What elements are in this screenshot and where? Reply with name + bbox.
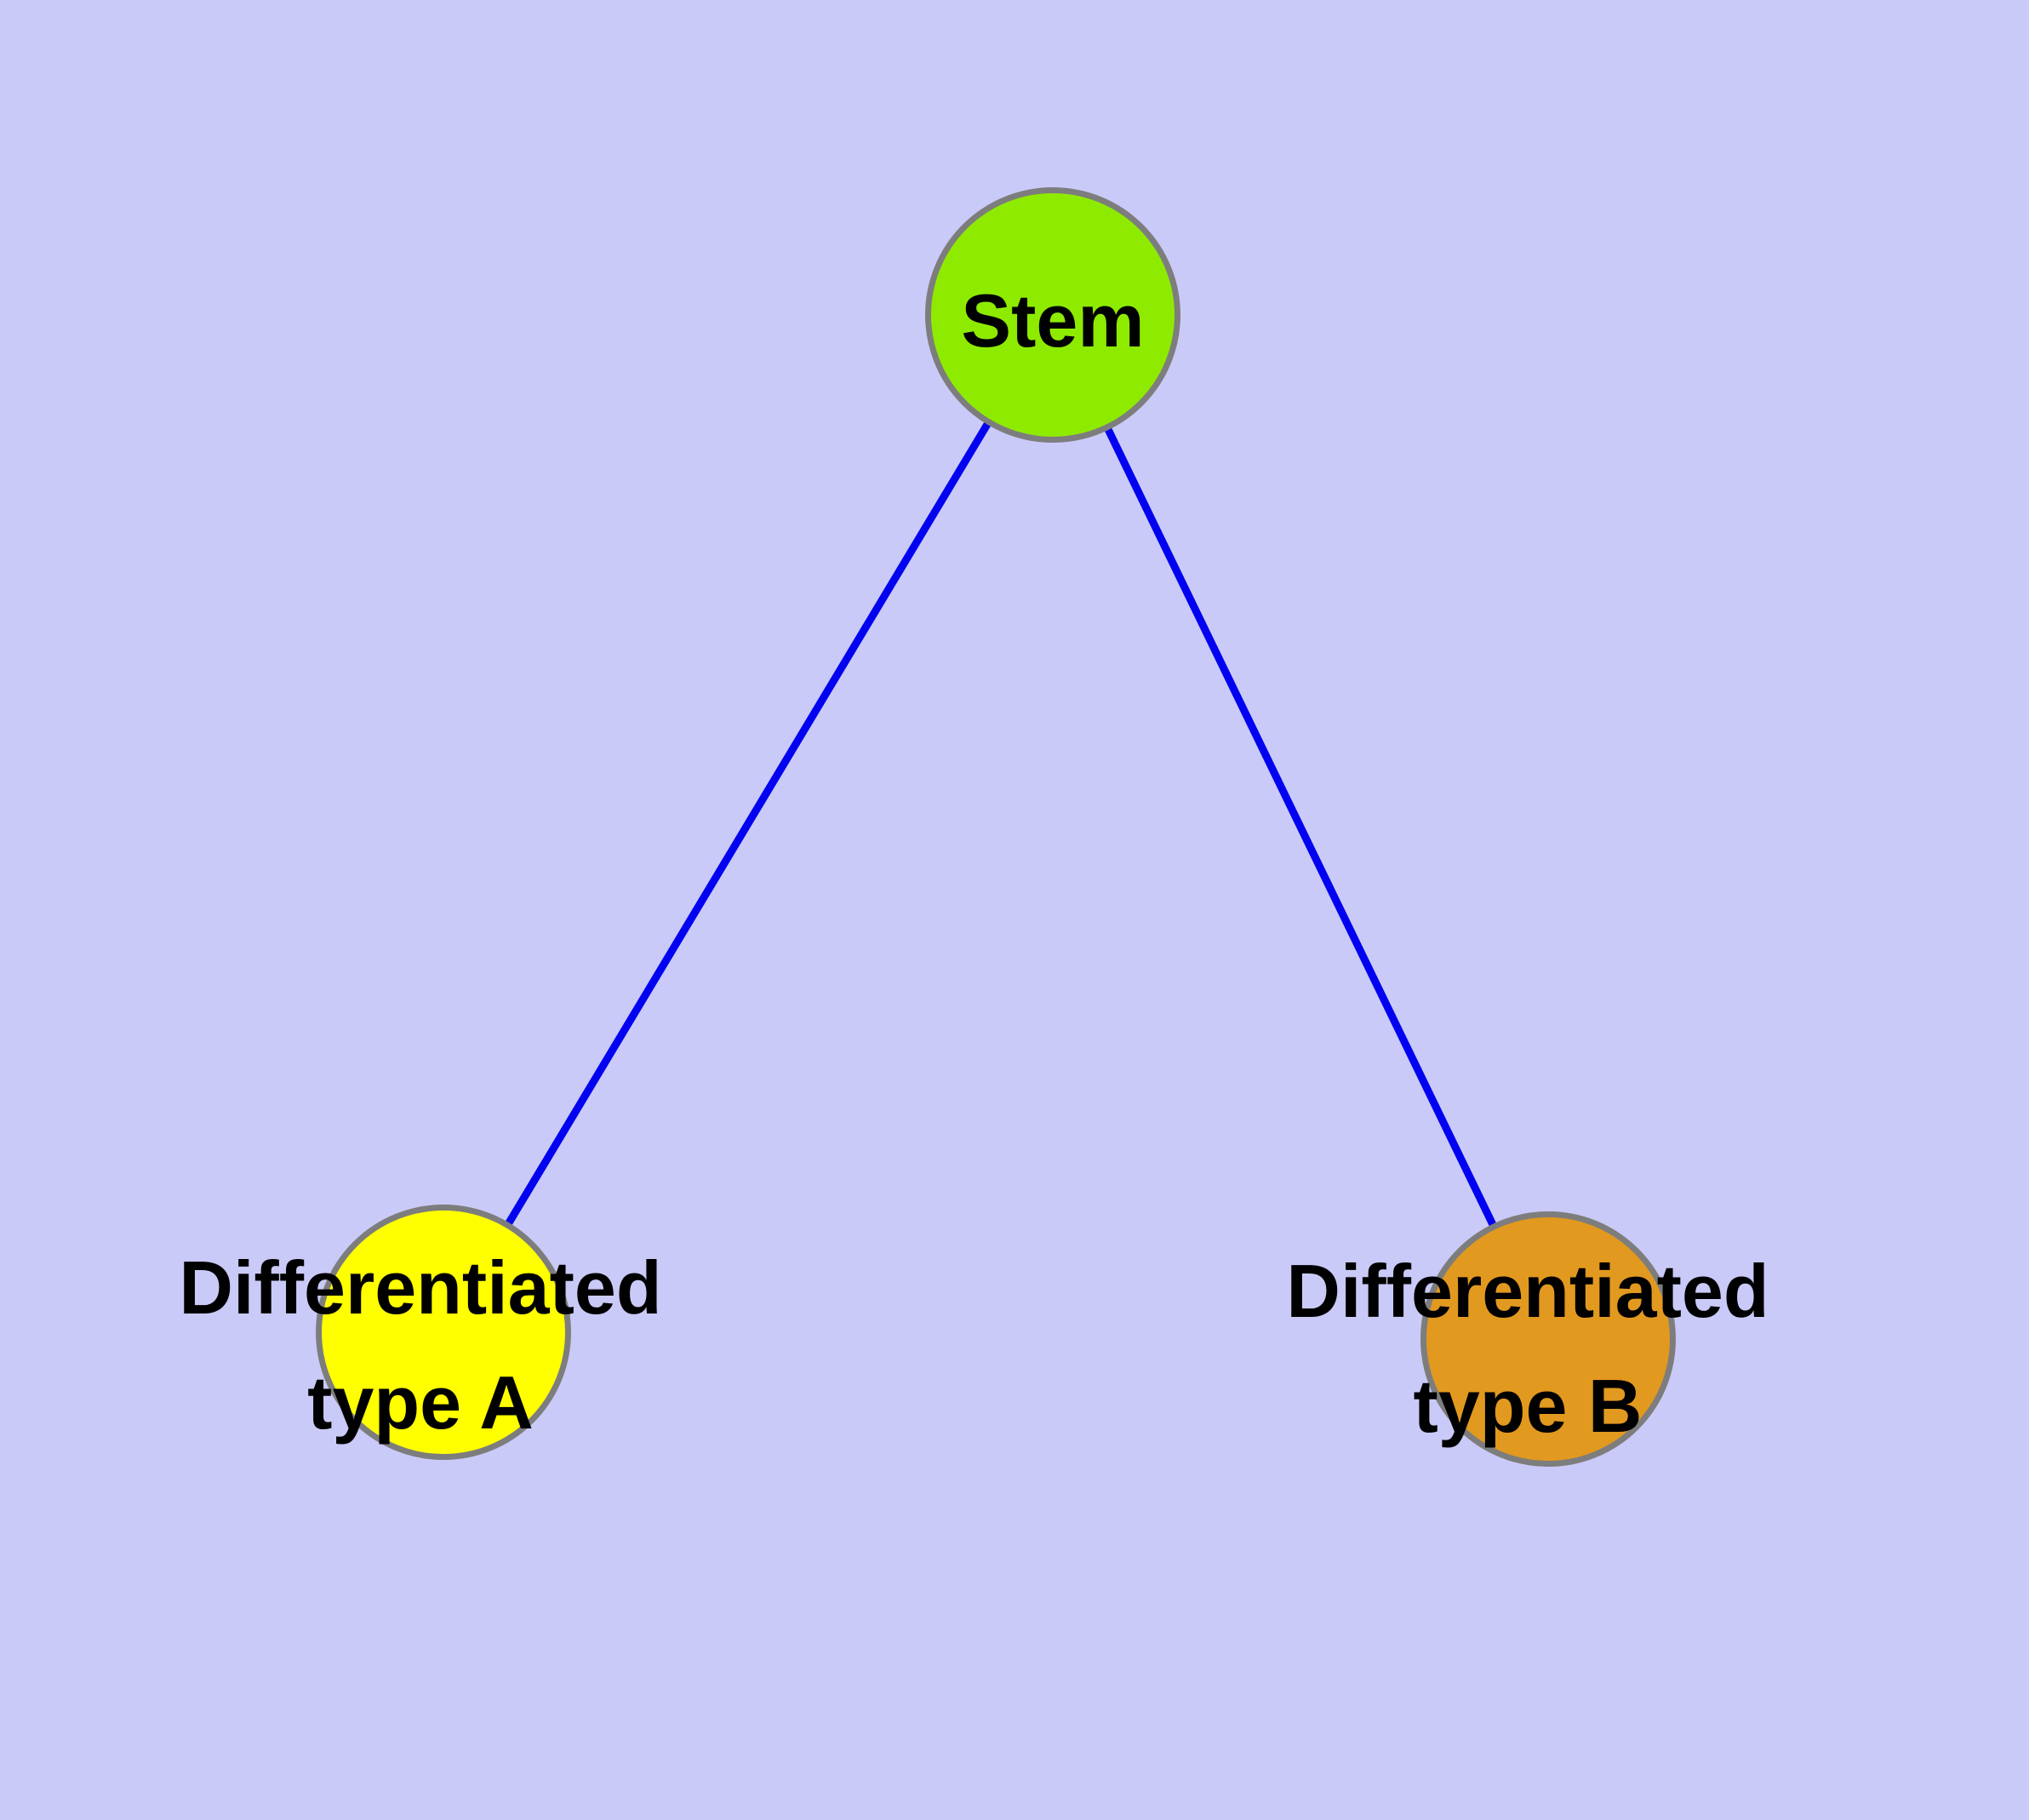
edge-stem-to-type-a — [440, 312, 1056, 1335]
node-stem: Stem — [925, 187, 1180, 443]
node-differentiated-type-b — [1420, 1211, 1676, 1467]
node-type-a-label-line2: type A — [307, 1359, 534, 1445]
node-type-a-label-line1: Differentiated — [179, 1245, 662, 1330]
node-type-b-label-line1: Differentiated — [1286, 1249, 1769, 1333]
edge-stem-to-type-b — [1049, 313, 1552, 1341]
node-differentiated-type-b-label: Differentiated type B — [1286, 1234, 1769, 1463]
node-differentiated-type-a — [316, 1205, 571, 1460]
node-differentiated-type-a-label: Differentiated type A — [179, 1231, 661, 1460]
node-type-b-label-line2: type B — [1413, 1363, 1643, 1448]
node-stem-label: Stem — [961, 278, 1145, 363]
